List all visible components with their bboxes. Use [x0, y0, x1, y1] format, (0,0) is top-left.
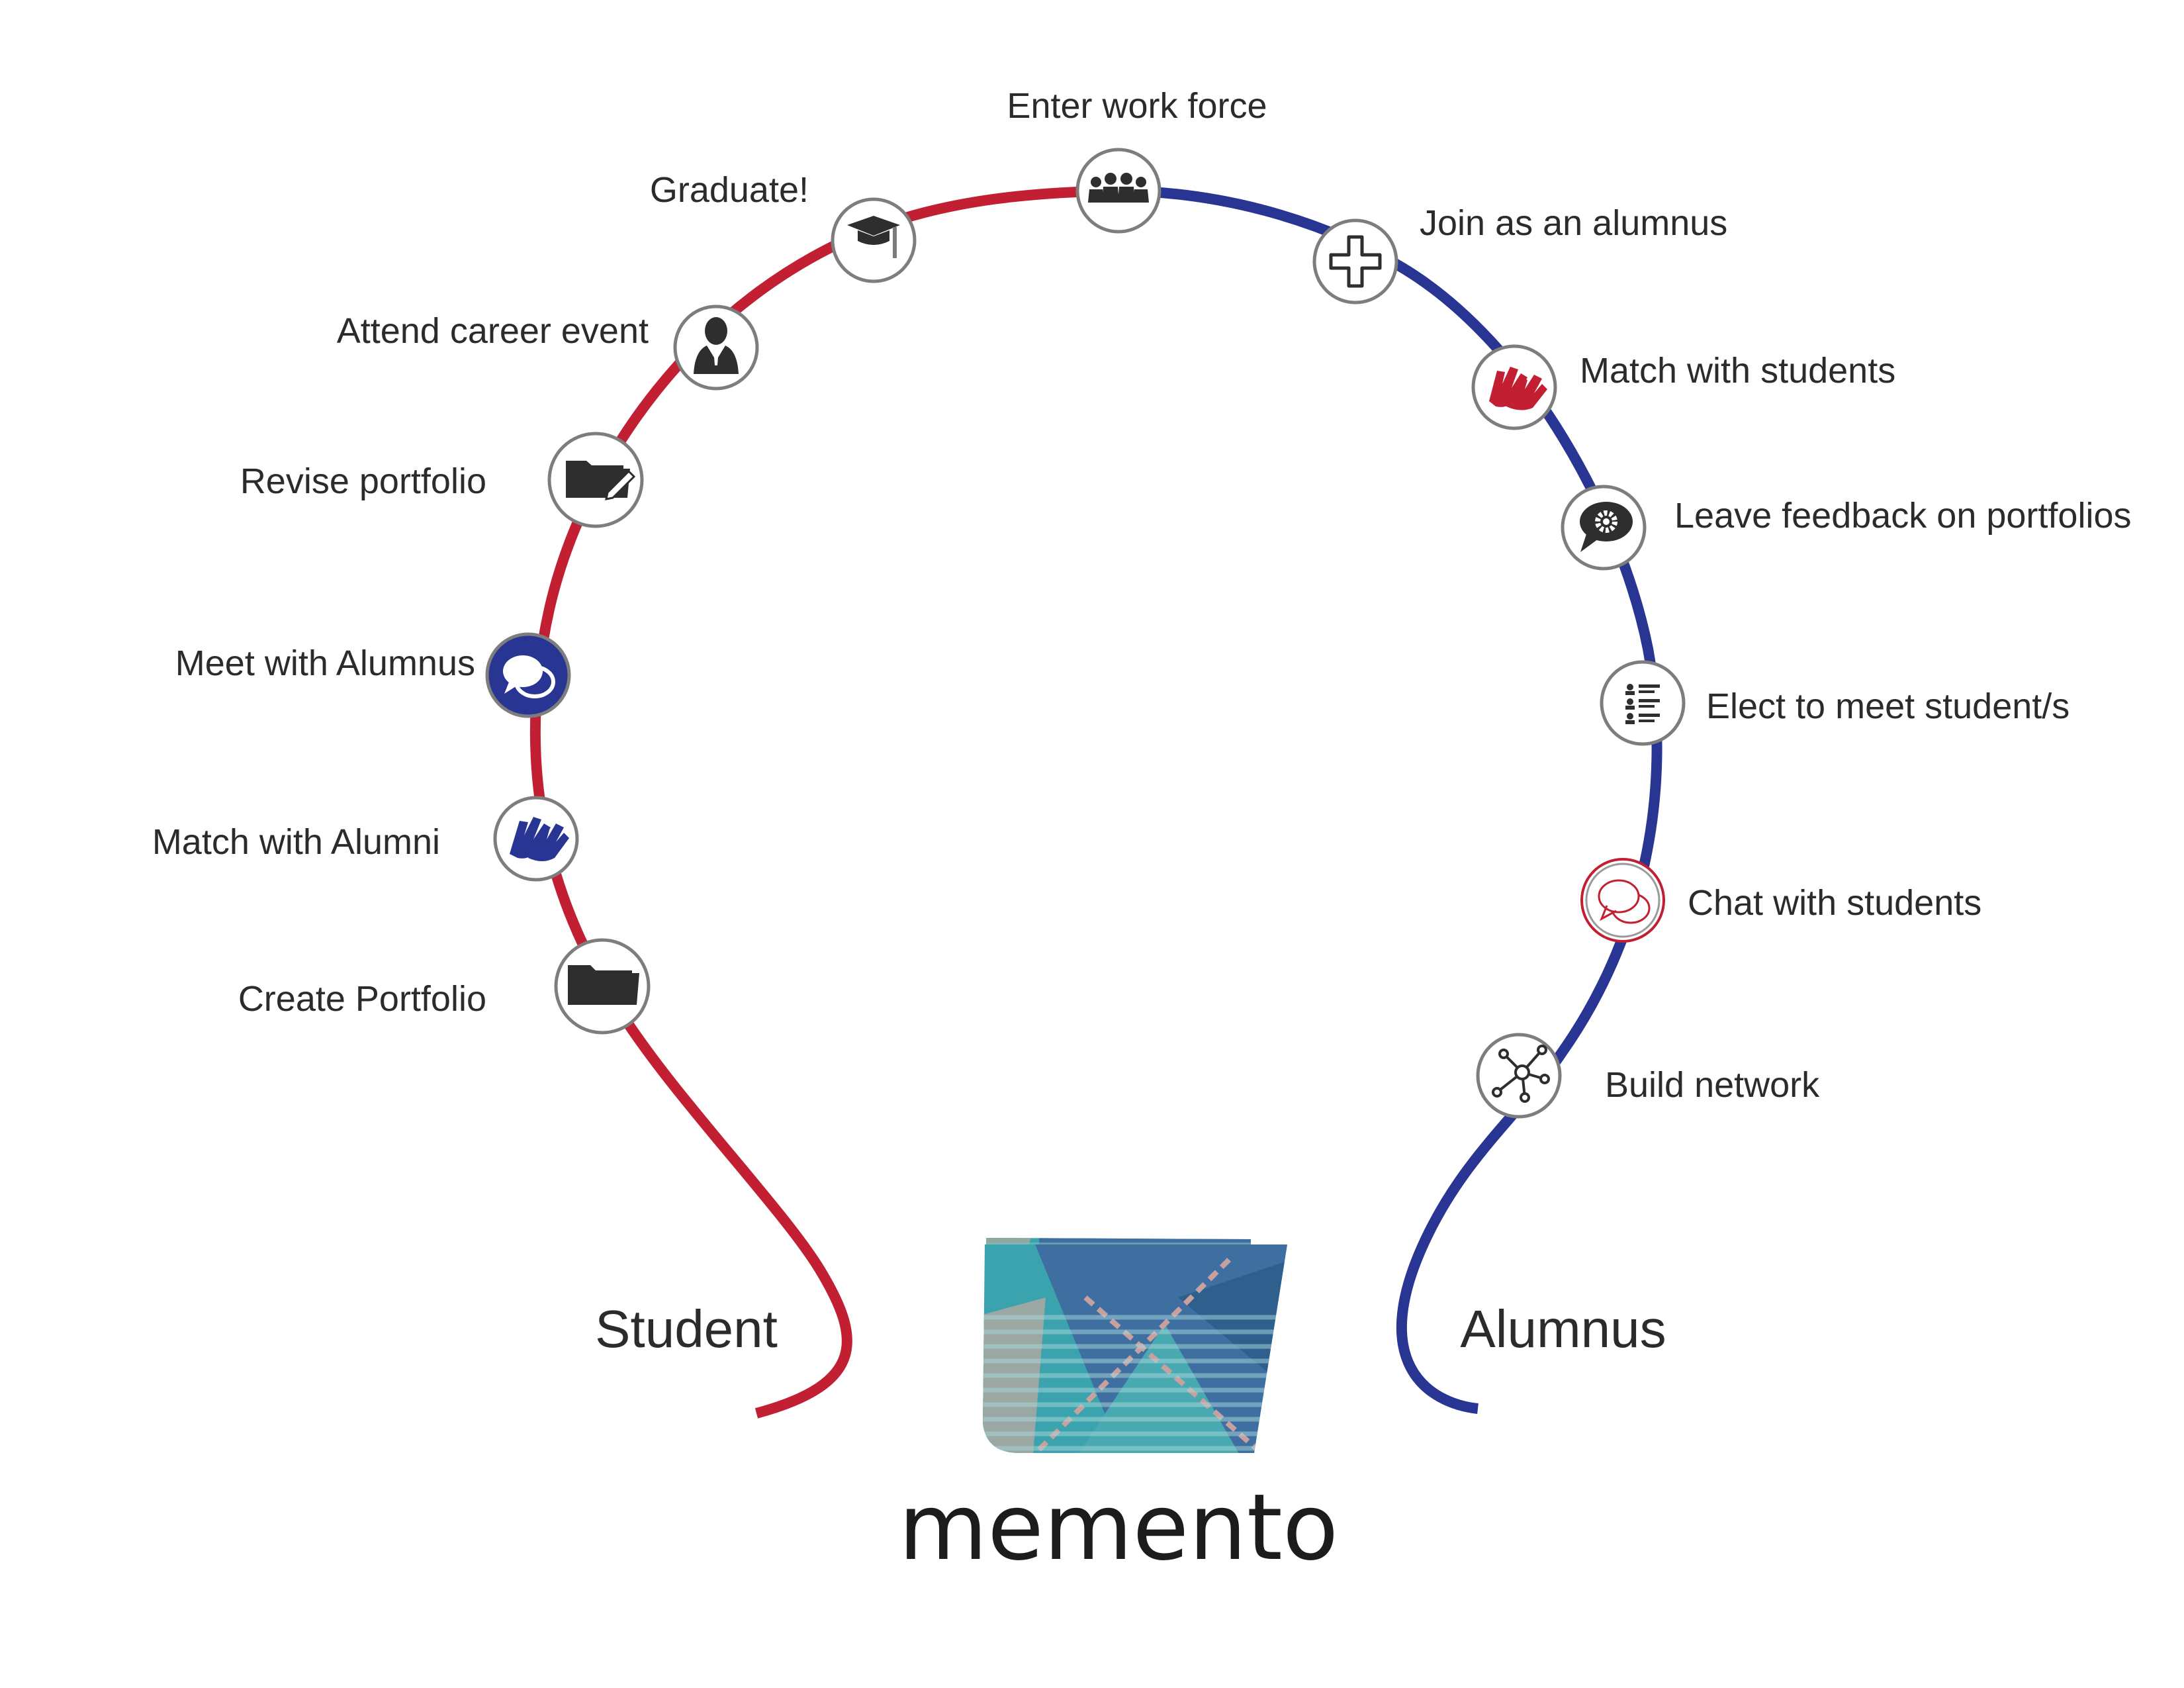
step-leave-feedback[interactable]: Leave feedback on portfolios	[1561, 485, 2131, 571]
step-label: Join as an alumnus	[1420, 203, 1727, 243]
step-label: Build network	[1605, 1065, 1820, 1105]
network-icon	[1492, 1045, 1550, 1103]
student-path	[529, 185, 1119, 1419]
step-join-as-an-alumnus[interactable]: Join as an alumnus	[1312, 203, 1727, 305]
step-chat-with-students[interactable]: Chat with students	[1580, 858, 1981, 943]
step-graduate[interactable]: Graduate!	[650, 170, 917, 283]
alumnus-role-label: Alumnus	[1460, 1299, 1666, 1358]
step-match-with-alumni[interactable]: Match with Alumni	[152, 796, 579, 882]
list-profiles-icon	[1625, 684, 1660, 724]
memento-logo	[983, 1238, 1287, 1453]
folder-icon	[568, 965, 639, 1005]
step-label: Match with students	[1580, 351, 1895, 391]
step-label: Revise portfolio	[240, 461, 486, 501]
high-five-icon	[1489, 367, 1547, 410]
step-label: Graduate!	[650, 170, 809, 210]
chat-bubbles-icon	[503, 655, 555, 698]
step-label: Enter work force	[1007, 86, 1267, 126]
folder-edit-icon	[566, 461, 636, 500]
chat-bubbles-icon	[1598, 879, 1651, 924]
step-label: Attend career event	[337, 311, 649, 351]
businessman-icon	[694, 317, 739, 374]
step-label: Leave feedback on portfolios	[1674, 496, 2131, 536]
group-icon	[1088, 173, 1149, 203]
step-attend-career-event[interactable]: Attend career event	[337, 305, 759, 391]
graduation-cap-icon	[847, 216, 900, 258]
step-label: Match with Alumni	[152, 822, 440, 862]
step-meet-with-alumnus[interactable]: Meet with Alumnus	[175, 632, 571, 718]
step-create-portfolio[interactable]: Create Portfolio	[238, 938, 651, 1035]
step-label: Chat with students	[1688, 883, 1981, 923]
step-label: Create Portfolio	[238, 979, 486, 1019]
step-build-network[interactable]: Build network	[1476, 1033, 1820, 1119]
student-role-label: Student	[595, 1299, 778, 1358]
step-label: Meet with Alumnus	[175, 643, 475, 683]
plus-icon	[1329, 235, 1382, 288]
step-match-with-students[interactable]: Match with students	[1471, 344, 1895, 430]
brand-name: memento	[899, 1474, 1339, 1581]
step-enter-work-force[interactable]: Enter work force	[1007, 86, 1267, 234]
feedback-gear-icon	[1580, 502, 1633, 552]
step-elect-to-meet-students[interactable]: Elect to meet student/s	[1600, 660, 2070, 746]
step-revise-portfolio[interactable]: Revise portfolio	[240, 432, 644, 528]
step-label: Elect to meet student/s	[1706, 686, 2070, 726]
high-five-icon	[510, 817, 569, 861]
alumnus-path	[1118, 185, 1662, 1414]
